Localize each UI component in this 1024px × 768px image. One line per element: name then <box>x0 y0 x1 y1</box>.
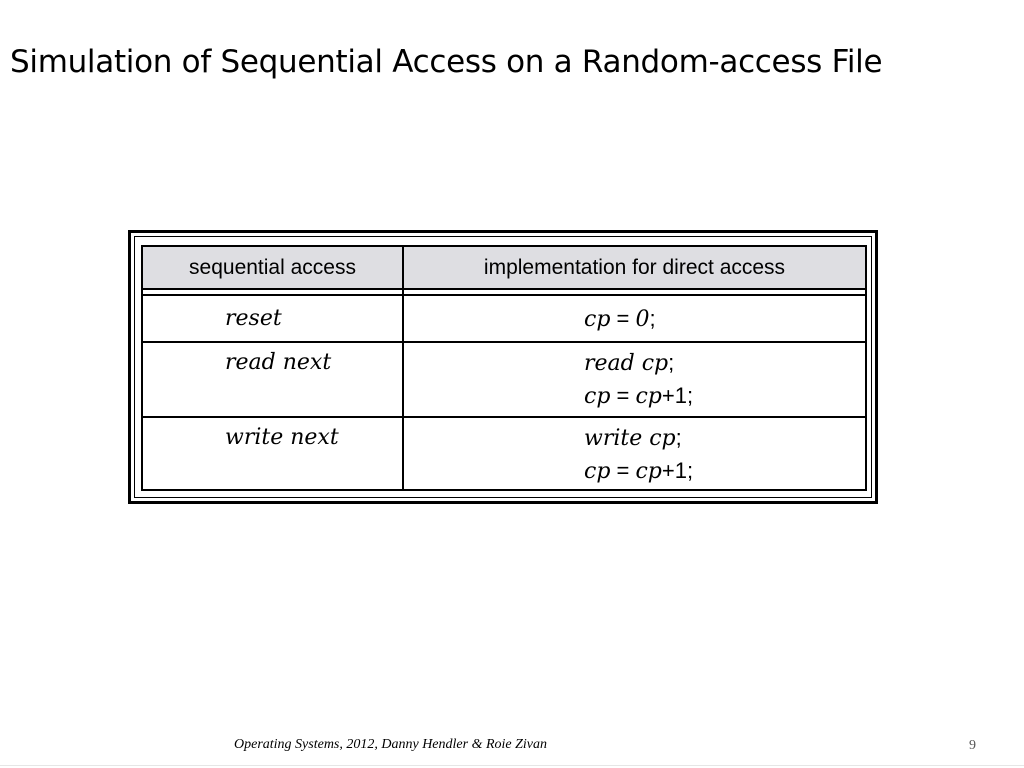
bottom-rule <box>0 765 1024 766</box>
table-row-sequential: read next <box>225 350 332 375</box>
code-line: cp = cp+1; <box>584 458 694 484</box>
code-line: cp = cp+1; <box>584 383 694 409</box>
table-row-implementation: read cp; cp = cp+1; <box>584 347 693 413</box>
header-rule-top <box>141 288 867 290</box>
table-row-implementation: write cp; cp = cp+1; <box>584 422 693 488</box>
table-row-sequential: write next <box>225 425 339 450</box>
table-header-background <box>143 247 865 288</box>
slide-footer: Operating Systems, 2012, Danny Hendler &… <box>234 737 548 752</box>
slide-title: Simulation of Sequential Access on a Ran… <box>10 44 883 80</box>
access-table: sequential access implementation for dir… <box>141 245 867 491</box>
figure-inner-frame <box>134 236 872 498</box>
header-implementation: implementation for direct access <box>483 256 786 279</box>
header-rule-bottom <box>141 294 867 296</box>
header-sequential-access: sequential access <box>189 256 356 279</box>
table-border <box>141 245 867 491</box>
row-divider <box>141 416 867 418</box>
table-row-implementation: cp = 0; <box>584 303 656 336</box>
row-divider <box>141 341 867 343</box>
column-divider <box>402 245 404 491</box>
code-line: read cp; <box>584 350 675 376</box>
access-table-figure: sequential access implementation for dir… <box>128 230 878 504</box>
code-line: write cp; <box>584 425 682 451</box>
page-number: 9 <box>969 738 976 753</box>
code-line: cp = 0; <box>584 306 656 332</box>
table-row-sequential: reset <box>225 306 282 331</box>
